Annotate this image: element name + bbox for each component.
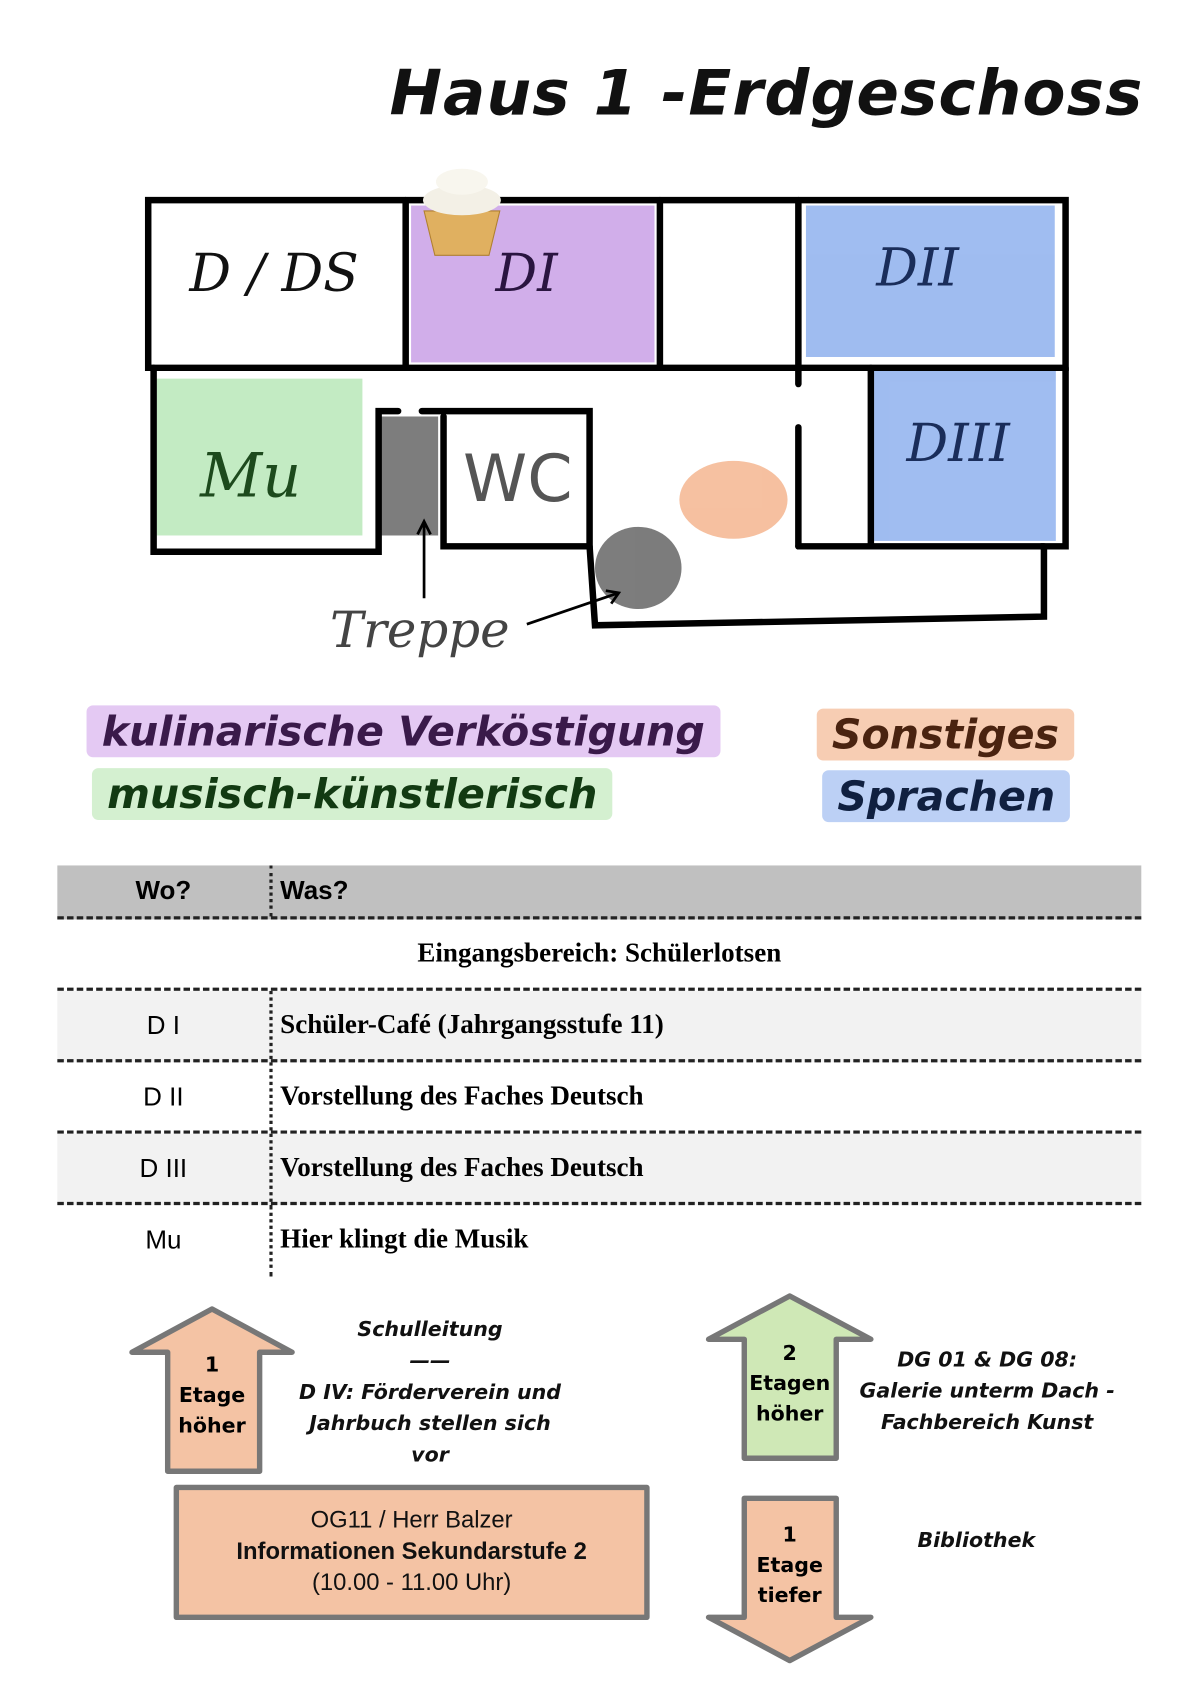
- table-row: D III Vorstellung des Faches Deutsch: [57, 1133, 1142, 1206]
- header-was: Was?: [280, 876, 349, 906]
- stairs-fill-1: [378, 416, 439, 536]
- floor-word: Etagen: [749, 1371, 831, 1396]
- row-was: Hier klingt die Musik: [280, 1224, 529, 1254]
- info-box-line1: OG11 / Herr Balzer: [310, 1505, 513, 1533]
- up1-line1: D IV: Förderverein und: [299, 1380, 561, 1405]
- legend-musisch: musisch-künstlerisch: [91, 768, 613, 821]
- up2-line2: Galerie unterm Dach -: [859, 1379, 1115, 1404]
- table-row: Mu Hier klingt die Musik: [57, 1205, 1141, 1277]
- floor-word: Etage: [756, 1553, 823, 1578]
- room-d2-label: DII: [876, 237, 959, 299]
- legend-kulinarisch: kulinarische Verköstigung: [86, 705, 720, 758]
- info-box-line3: (10.00 - 11.00 Uhr): [311, 1568, 512, 1596]
- row-was: Vorstellung des Faches Deutsch: [280, 1153, 644, 1183]
- arrow-up-2-floors: [705, 1293, 874, 1461]
- floor-count: 1: [204, 1353, 220, 1378]
- info-box-bg: [173, 1484, 650, 1620]
- up1-notes: Schulleitung —— D IV: Förderverein und J…: [292, 1314, 568, 1471]
- up2-notes: DG 01 & DG 08: Galerie unterm Dach - Fac…: [855, 1345, 1120, 1439]
- floor-direction: höher: [178, 1413, 246, 1438]
- floor-arrows: [129, 1293, 874, 1664]
- row-was: Vorstellung des Faches Deutsch: [280, 1081, 644, 1112]
- floor-direction: tiefer: [757, 1583, 822, 1608]
- schedule-table: Wo? Was? Eingangsbereich: Schülerlotsen …: [57, 865, 1142, 1277]
- row-wo: D II: [143, 1082, 184, 1113]
- room-d3-label: DIII: [906, 413, 1010, 474]
- other-fill: [679, 460, 788, 539]
- arrow-down-1-floor: [705, 1495, 874, 1664]
- entrance-text: Eingangsbereich: Schülerlotsen: [417, 939, 782, 969]
- cupcake-icon: [422, 168, 501, 256]
- info-box-line2: Informationen Sekundarstufe 2: [236, 1537, 587, 1565]
- down1-notes: Bibliothek: [887, 1525, 1065, 1556]
- legend-sprachen: Sprachen: [822, 770, 1071, 823]
- arrow-up-1-label: 1 Etage höher: [169, 1350, 256, 1441]
- down1-line1: Bibliothek: [917, 1528, 1036, 1553]
- header-wo: Wo?: [135, 876, 192, 906]
- arrow-up-1-floor: [129, 1306, 295, 1474]
- room-mu-fill: [156, 378, 363, 536]
- room-d3-fill: [874, 367, 1056, 541]
- row-wo: D III: [139, 1154, 188, 1184]
- up2-line3: Fachbereich Kunst: [881, 1410, 1094, 1435]
- up2-line1: DG 01 & DG 08:: [897, 1347, 1078, 1372]
- floor-count: 1: [782, 1523, 797, 1547]
- row-was: Schüler-Café (Jahrgangsstufe 11): [280, 1010, 664, 1040]
- room-mu-label: Mu: [200, 441, 302, 512]
- stairs-label: Treppe: [329, 600, 510, 659]
- arrow-up-2-label: 2 Etagen höher: [746, 1338, 833, 1429]
- table-row: D I Schüler-Café (Jahrgangsstufe 11): [57, 990, 1142, 1063]
- room-wc-label: WC: [463, 441, 573, 518]
- info-box: OG11 / Herr Balzer Informationen Sekunda…: [176, 1504, 647, 1598]
- floor-direction: höher: [755, 1402, 824, 1426]
- table-header: Wo? Was?: [57, 865, 1142, 920]
- stairs-fill-2: [594, 526, 682, 610]
- row-wo: D I: [146, 1011, 180, 1041]
- page-title: Haus 1 -Erdgeschoss: [389, 56, 1144, 130]
- up1-title: Schulleitung: [357, 1317, 503, 1342]
- table-row-entrance: Eingangsbereich: Schülerlotsen: [57, 920, 1142, 991]
- room-d2-fill: [805, 205, 1055, 357]
- table-row: D II Vorstellung des Faches Deutsch: [57, 1062, 1142, 1134]
- legend-sonstiges: Sonstiges: [816, 708, 1075, 761]
- floor-count: 2: [782, 1341, 797, 1366]
- up1-line2: Jahrbuch stellen sich vor: [309, 1411, 551, 1467]
- room-d1-label: DI: [495, 243, 558, 304]
- floor-plan: [144, 168, 1069, 629]
- arrow-down-1-label: 1 Etage tiefer: [746, 1520, 833, 1611]
- up1-separator: ——: [409, 1349, 451, 1373]
- floor-word: Etage: [178, 1383, 246, 1408]
- row-wo: Mu: [145, 1225, 182, 1255]
- room-d-ds-label: D / DS: [189, 243, 359, 304]
